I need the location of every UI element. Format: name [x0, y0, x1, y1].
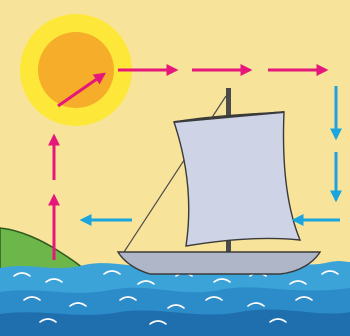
sun-icon [20, 14, 132, 126]
